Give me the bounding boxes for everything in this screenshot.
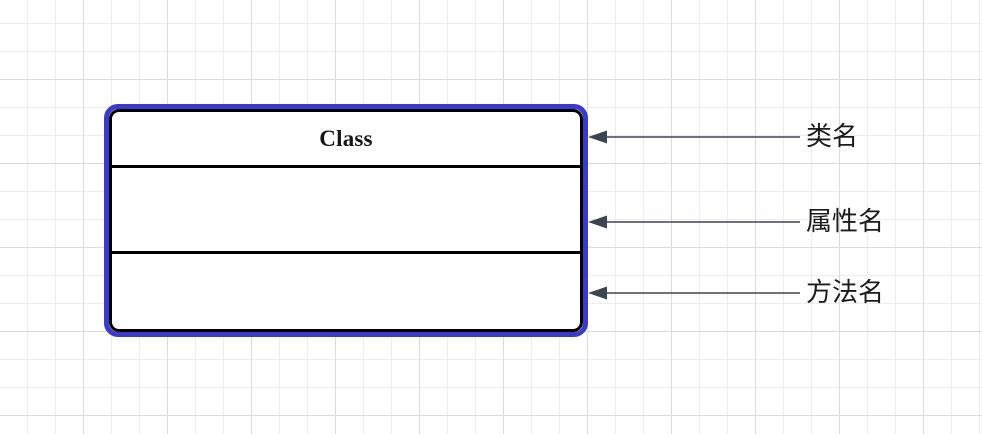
callout-method-name-label: 方法名 — [806, 278, 885, 308]
arrow-left-icon — [588, 214, 800, 230]
arrow-left-icon — [588, 129, 800, 145]
callout-class-name-label: 类名 — [806, 122, 859, 152]
class-name-text: Class — [319, 126, 373, 151]
callout-attribute-name-label: 属性名 — [806, 207, 885, 237]
callout-method-name: 方法名 — [588, 278, 884, 308]
class-attributes-compartment[interactable] — [112, 168, 580, 254]
uml-class-box-body: Class — [109, 109, 583, 332]
arrow-left-icon — [588, 285, 800, 301]
class-name-compartment[interactable]: Class — [112, 112, 580, 168]
callout-attribute-name: 属性名 — [588, 207, 884, 237]
class-methods-compartment[interactable] — [112, 254, 580, 329]
callout-class-name: 类名 — [588, 122, 858, 152]
uml-class-box[interactable]: Class — [104, 104, 588, 337]
